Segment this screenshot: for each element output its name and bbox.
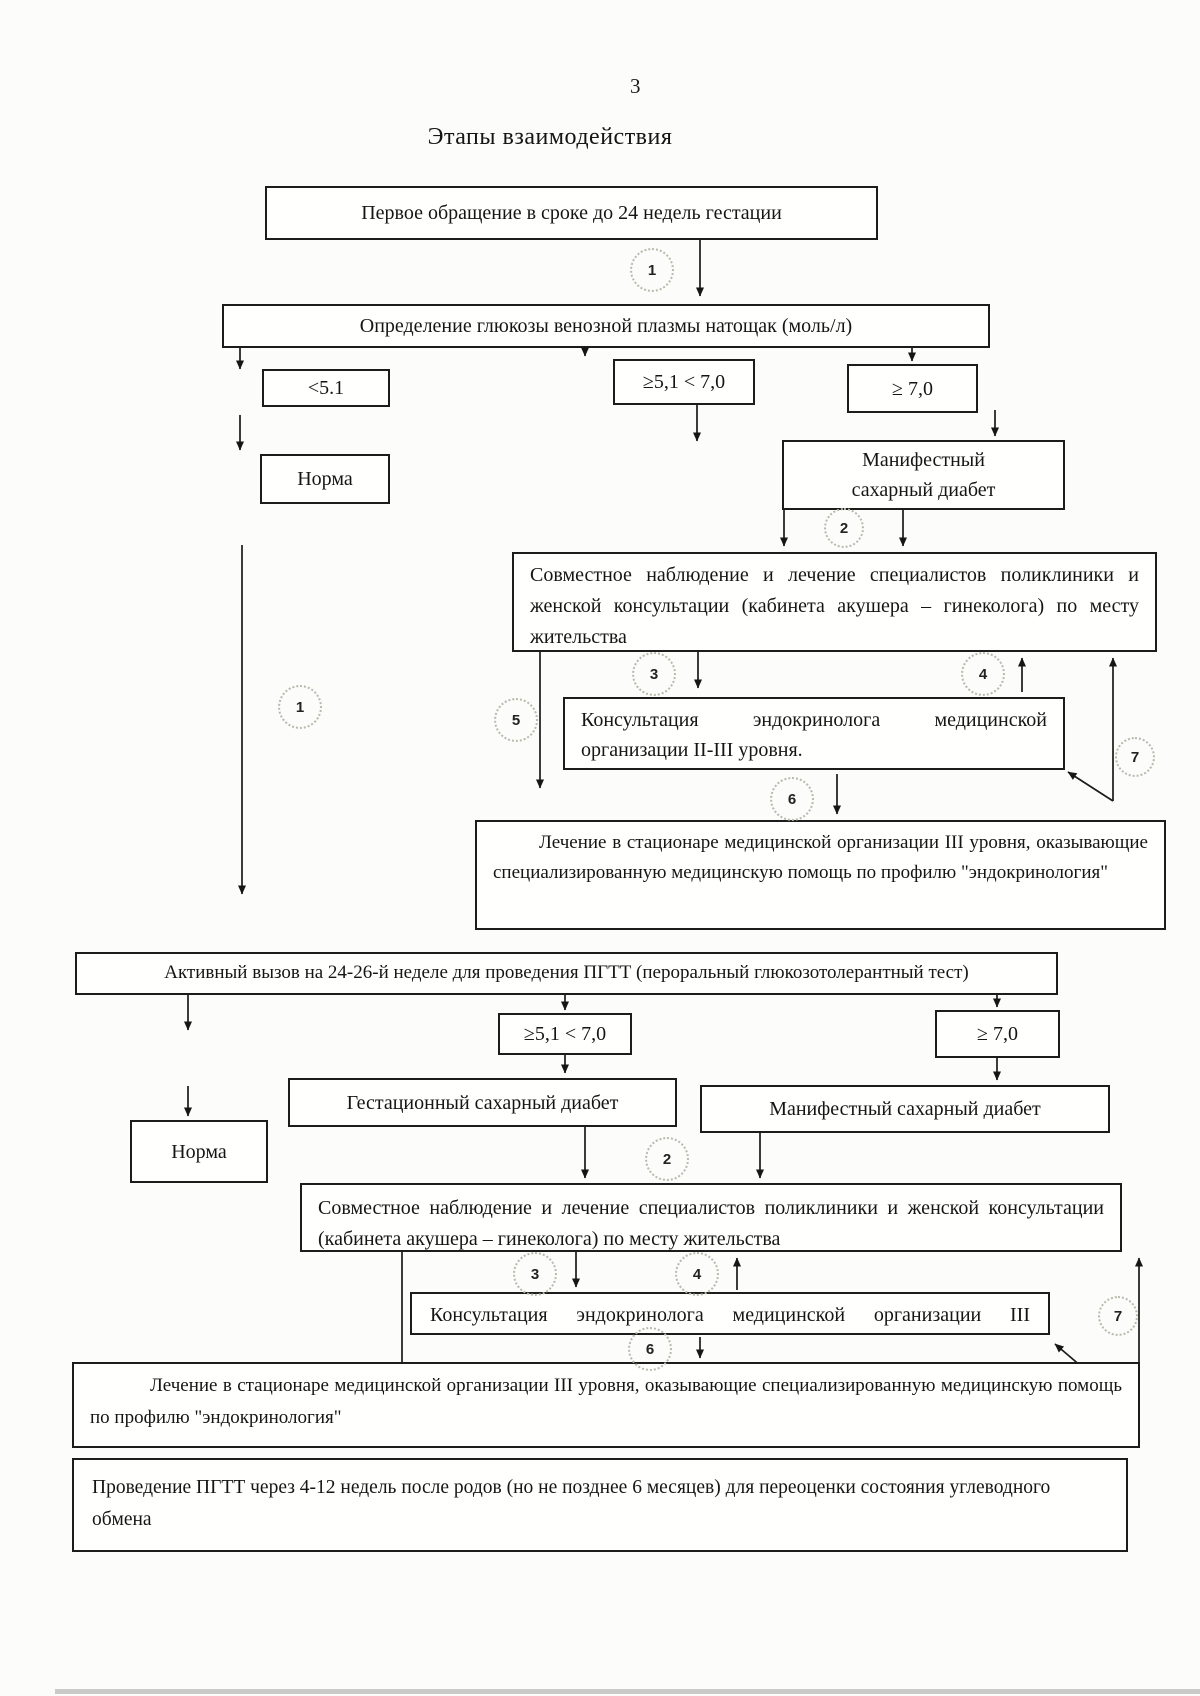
- node-active-call-pgtt: Активный вызов на 24-26-й неделе для про…: [75, 952, 1058, 995]
- node-value-5-1-to-7-0: ≥5,1 < 7,0: [613, 359, 755, 405]
- route-marker-1-top: 1: [630, 248, 674, 292]
- node-hospital-care-1: Лечение в стационаре медицинской организ…: [475, 820, 1166, 930]
- node-manifest-diabetes-1: Манифестный сахарный диабет: [782, 440, 1065, 510]
- node-manifest-diabetes-2: Манифестный сахарный диабет: [700, 1085, 1110, 1133]
- node-gestational-diabetes: Гестационный сахарный диабет: [288, 1078, 677, 1127]
- route-marker-3-upper: 3: [632, 652, 676, 696]
- node-endo-consult-1: Консультация эндокринолога медицинской о…: [563, 697, 1065, 770]
- route-marker-3-lower: 3: [513, 1252, 557, 1296]
- scan-artifact-strip: [55, 1689, 1200, 1694]
- node-norm-1: Норма: [260, 454, 390, 504]
- node-hospital-care-2: Лечение в стационаре медицинской организ…: [72, 1362, 1140, 1448]
- node-pgtt-recheck: Проведение ПГТТ через 4-12 недель после …: [72, 1458, 1128, 1552]
- route-marker-4-lower: 4: [675, 1252, 719, 1296]
- node-joint-care-1: Совместное наблюдение и лечение специали…: [512, 552, 1157, 652]
- node-first-visit: Первое обращение в сроке до 24 недель ге…: [265, 186, 878, 240]
- route-marker-1-left: 1: [278, 685, 322, 729]
- route-marker-7-lower: 7: [1098, 1296, 1138, 1336]
- node-glucose-test: Определение глюкозы венозной плазмы нато…: [222, 304, 990, 348]
- route-marker-7-upper: 7: [1115, 737, 1155, 777]
- node-value-lt-5-1: <5.1: [262, 369, 390, 407]
- route-marker-6-lower: 6: [628, 1327, 672, 1371]
- node-endo-consult-2: Консультация эндокринолога медицинской о…: [410, 1292, 1050, 1335]
- page-number: 3: [630, 74, 641, 98]
- route-marker-4-upper: 4: [961, 652, 1005, 696]
- node-joint-care-2: Совместное наблюдение и лечение специали…: [300, 1183, 1122, 1252]
- node-value-ge-7-0-second: ≥ 7,0: [935, 1010, 1060, 1058]
- route-marker-5-upper: 5: [494, 698, 538, 742]
- route-marker-6-upper: 6: [770, 777, 814, 821]
- route-marker-2-upper: 2: [824, 508, 864, 548]
- node-norm-2: Норма: [130, 1120, 268, 1183]
- route-marker-2-lower: 2: [645, 1137, 689, 1181]
- node-value-5-1-to-7-0-second: ≥5,1 < 7,0: [498, 1013, 632, 1055]
- node-value-ge-7-0: ≥ 7,0: [847, 364, 978, 413]
- page-title: Этапы взаимодействия: [427, 124, 673, 150]
